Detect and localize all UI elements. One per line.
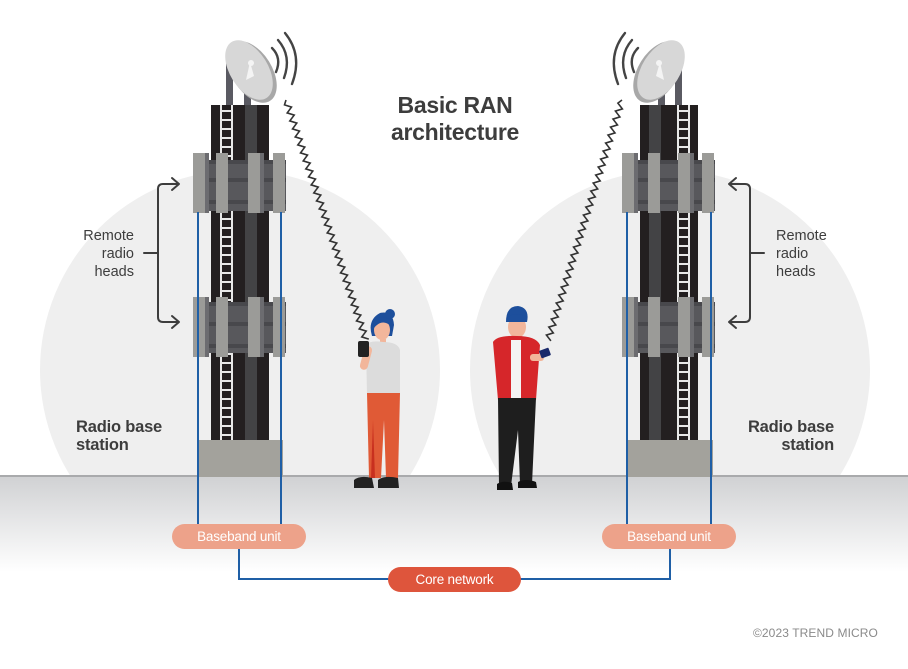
ladder-rung bbox=[220, 272, 233, 274]
ladder-rung bbox=[220, 119, 233, 121]
ladder-rung bbox=[220, 434, 233, 436]
ladder-rung bbox=[220, 371, 233, 373]
ladder-rung bbox=[677, 137, 690, 139]
rrh-label-line: radio bbox=[776, 246, 809, 262]
right-base-station-label: Radio base station bbox=[700, 418, 834, 454]
copyright: ©2023 TREND MICRO bbox=[752, 626, 878, 640]
ladder-rung bbox=[677, 362, 690, 364]
rrh-label-line: heads bbox=[776, 264, 816, 280]
left-upper-rrh bbox=[193, 153, 286, 213]
base-label-line: station bbox=[781, 436, 834, 454]
left-dish bbox=[225, 40, 277, 103]
ladder-rung bbox=[220, 245, 233, 247]
left-baseband-unit: Baseband unit bbox=[172, 524, 306, 549]
ladder-rung bbox=[220, 425, 233, 427]
ladder-rung bbox=[677, 227, 690, 229]
ladder-rung bbox=[220, 254, 233, 256]
ladder-rung bbox=[677, 416, 690, 418]
ladder-rung bbox=[220, 227, 233, 229]
left-rrh-label: Remote radio heads bbox=[54, 227, 134, 281]
rrh-label-line: radio bbox=[101, 246, 134, 262]
rrh-label-line: Remote bbox=[776, 228, 827, 244]
core-network: Core network bbox=[388, 567, 521, 592]
base-label-line: Radio base bbox=[747, 418, 834, 436]
ladder-rung bbox=[677, 398, 690, 400]
ladder-rung bbox=[677, 434, 690, 436]
man-user-figure bbox=[493, 306, 551, 490]
ground bbox=[0, 476, 908, 572]
left-wireless-link bbox=[283, 99, 370, 340]
ladder-rung bbox=[220, 110, 233, 112]
ladder-rung bbox=[220, 389, 233, 391]
right-lower-rrh bbox=[622, 297, 715, 357]
ladder-rung bbox=[220, 146, 233, 148]
ladder-rung bbox=[677, 407, 690, 409]
ladder-rung bbox=[677, 146, 690, 148]
ladder-rung bbox=[220, 128, 233, 130]
ladder-rung bbox=[677, 110, 690, 112]
ladder-rung bbox=[677, 218, 690, 220]
right-upper-rrh bbox=[622, 153, 715, 213]
ladder-rung bbox=[220, 290, 233, 292]
left-lower-rrh bbox=[193, 297, 286, 357]
ladder-rung bbox=[677, 290, 690, 292]
ladder-rung bbox=[220, 416, 233, 418]
rrh-label-line: heads bbox=[94, 264, 134, 280]
ladder-rung bbox=[220, 218, 233, 220]
right-baseband-unit: Baseband unit bbox=[602, 524, 736, 549]
diagram-title: Basic RAN architecture bbox=[340, 92, 570, 146]
rrh-label-line: Remote bbox=[83, 228, 134, 244]
right-tower bbox=[612, 31, 715, 477]
ladder-rung bbox=[677, 281, 690, 283]
ladder-rung bbox=[677, 236, 690, 238]
left-rrh-bracket-icon bbox=[143, 177, 180, 329]
ladder-rung bbox=[220, 137, 233, 139]
base-label-line: station bbox=[76, 436, 129, 454]
fiber-links bbox=[197, 212, 712, 580]
woman-user-figure bbox=[354, 309, 400, 488]
ladder-rung bbox=[220, 380, 233, 382]
left-tower-base bbox=[198, 440, 283, 477]
ladder-rung bbox=[220, 236, 233, 238]
title-line-1: Basic RAN bbox=[397, 92, 513, 118]
title-line-2: architecture bbox=[390, 119, 520, 145]
ladder-rung bbox=[677, 245, 690, 247]
ladder-rung bbox=[677, 389, 690, 391]
ladder-rung bbox=[220, 362, 233, 364]
ladder-rung bbox=[677, 272, 690, 274]
left-signal-waves-icon bbox=[270, 31, 298, 86]
ladder-rung bbox=[220, 398, 233, 400]
right-signal-waves-icon bbox=[612, 31, 640, 86]
ladder-rung bbox=[220, 281, 233, 283]
left-tower bbox=[193, 31, 298, 477]
ladder-rung bbox=[677, 128, 690, 130]
right-rrh-bracket-icon bbox=[728, 177, 765, 329]
ladder-rung bbox=[220, 263, 233, 265]
ladder-rung bbox=[677, 254, 690, 256]
base-label-line: Radio base bbox=[76, 418, 163, 436]
ladder-rung bbox=[677, 119, 690, 121]
left-base-station-label: Radio base station bbox=[76, 418, 196, 454]
right-wireless-link bbox=[545, 99, 624, 342]
ladder-rung bbox=[677, 425, 690, 427]
right-rrh-label: Remote radio heads bbox=[776, 227, 866, 281]
right-tower-base bbox=[628, 440, 713, 477]
right-dish bbox=[633, 40, 685, 103]
ladder-rung bbox=[220, 407, 233, 409]
ladder-rung bbox=[677, 380, 690, 382]
ladder-rung bbox=[677, 371, 690, 373]
ladder-rung bbox=[677, 263, 690, 265]
